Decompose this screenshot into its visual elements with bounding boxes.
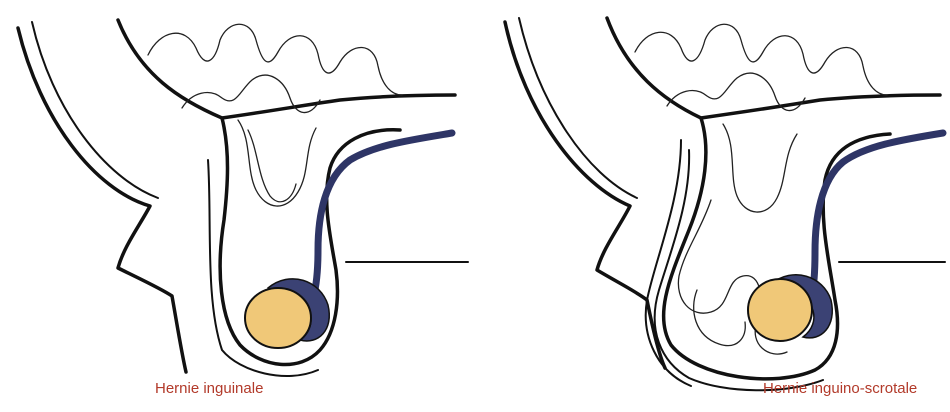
panel-inguinal-hernia: Hernie inguinale: [0, 0, 475, 412]
intestine-in-scrotum-inner: [694, 290, 746, 346]
intestine-loops-top: [635, 24, 887, 95]
intestine-in-canal: [723, 124, 797, 212]
spermatic-cord: [300, 133, 452, 320]
inguino-scrotal-hernia-illustration: [475, 0, 950, 412]
intestine-in-sac-inner: [248, 130, 296, 202]
testis: [748, 279, 812, 341]
testis: [245, 288, 311, 348]
caption-inguinal-hernia: Hernie inguinale: [155, 380, 263, 397]
panel-inguino-scrotal-hernia: Hernie inguino-scrotale: [475, 0, 950, 412]
caption-inguino-scrotal-hernia: Hernie inguino-scrotale: [763, 380, 917, 397]
inguinal-hernia-illustration: [0, 0, 475, 412]
intestine-loops-top: [148, 24, 402, 95]
